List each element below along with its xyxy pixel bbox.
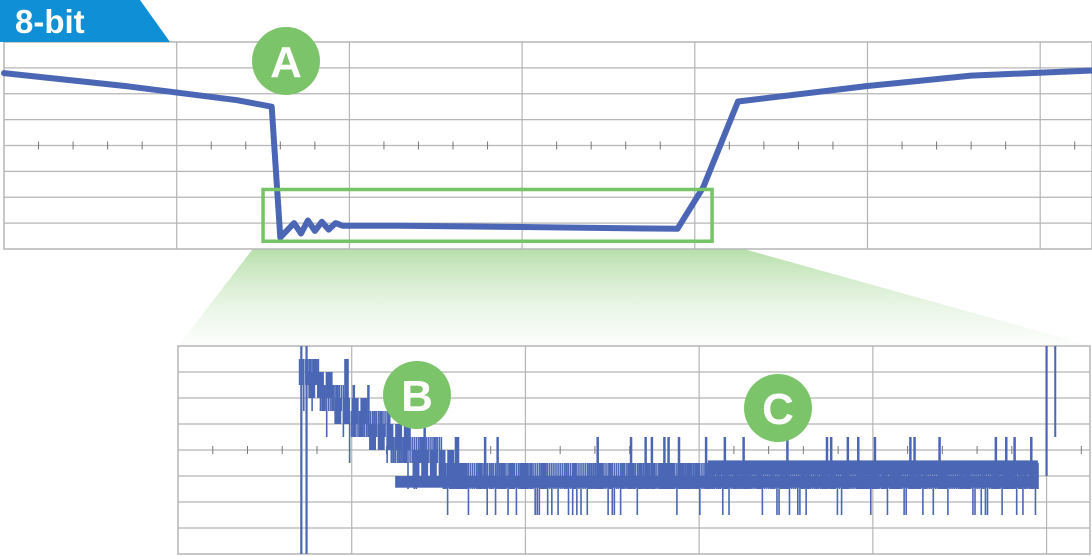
zoomed-step-block — [412, 450, 420, 476]
marker-a: A — [252, 27, 320, 95]
marker-c: C — [744, 374, 812, 442]
zoomed-step-block — [308, 372, 316, 398]
zoomed-step-block — [447, 450, 455, 476]
zoomed-step-block — [316, 372, 324, 398]
zoomed-step-block — [429, 450, 437, 476]
bit-depth-label: 8-bit — [15, 3, 85, 40]
marker-b: B — [383, 361, 451, 429]
zoomed-step-block — [325, 372, 333, 398]
zoomed-step-block — [351, 398, 359, 424]
bit-depth-badge: 8-bit — [0, 0, 170, 42]
zoomed-step-block — [421, 450, 429, 476]
marker-c-circle — [744, 374, 812, 442]
zoomed-step-block — [438, 450, 446, 476]
zoom-funnel — [178, 241, 1092, 346]
marker-b-circle — [383, 361, 451, 429]
zoomed-step-block — [403, 424, 411, 450]
bit-depth-badge-shape — [0, 0, 170, 42]
zoomed-chart — [177, 345, 1091, 555]
overview-trace — [1, 67, 1092, 241]
marker-a-circle — [252, 27, 320, 95]
overview-chart — [1, 41, 1092, 250]
zoomed-step-block — [334, 398, 342, 424]
zoomed-step-block — [369, 424, 377, 450]
overview-grid — [4, 42, 1092, 249]
zoomed-step-block — [360, 398, 368, 424]
zoomed-step-block — [386, 424, 394, 450]
zoomed-step-block — [343, 398, 350, 424]
zoom-highlight-box — [261, 187, 714, 243]
marker-b-label: B — [401, 372, 433, 421]
zoomed-step-block — [395, 424, 403, 450]
zoomed-trace-layer — [298, 346, 1057, 554]
marker-a-label: A — [270, 38, 302, 87]
marker-c-label: C — [762, 385, 794, 434]
overview-trace-layer — [1, 67, 1092, 241]
zoomed-step-block — [377, 424, 385, 450]
